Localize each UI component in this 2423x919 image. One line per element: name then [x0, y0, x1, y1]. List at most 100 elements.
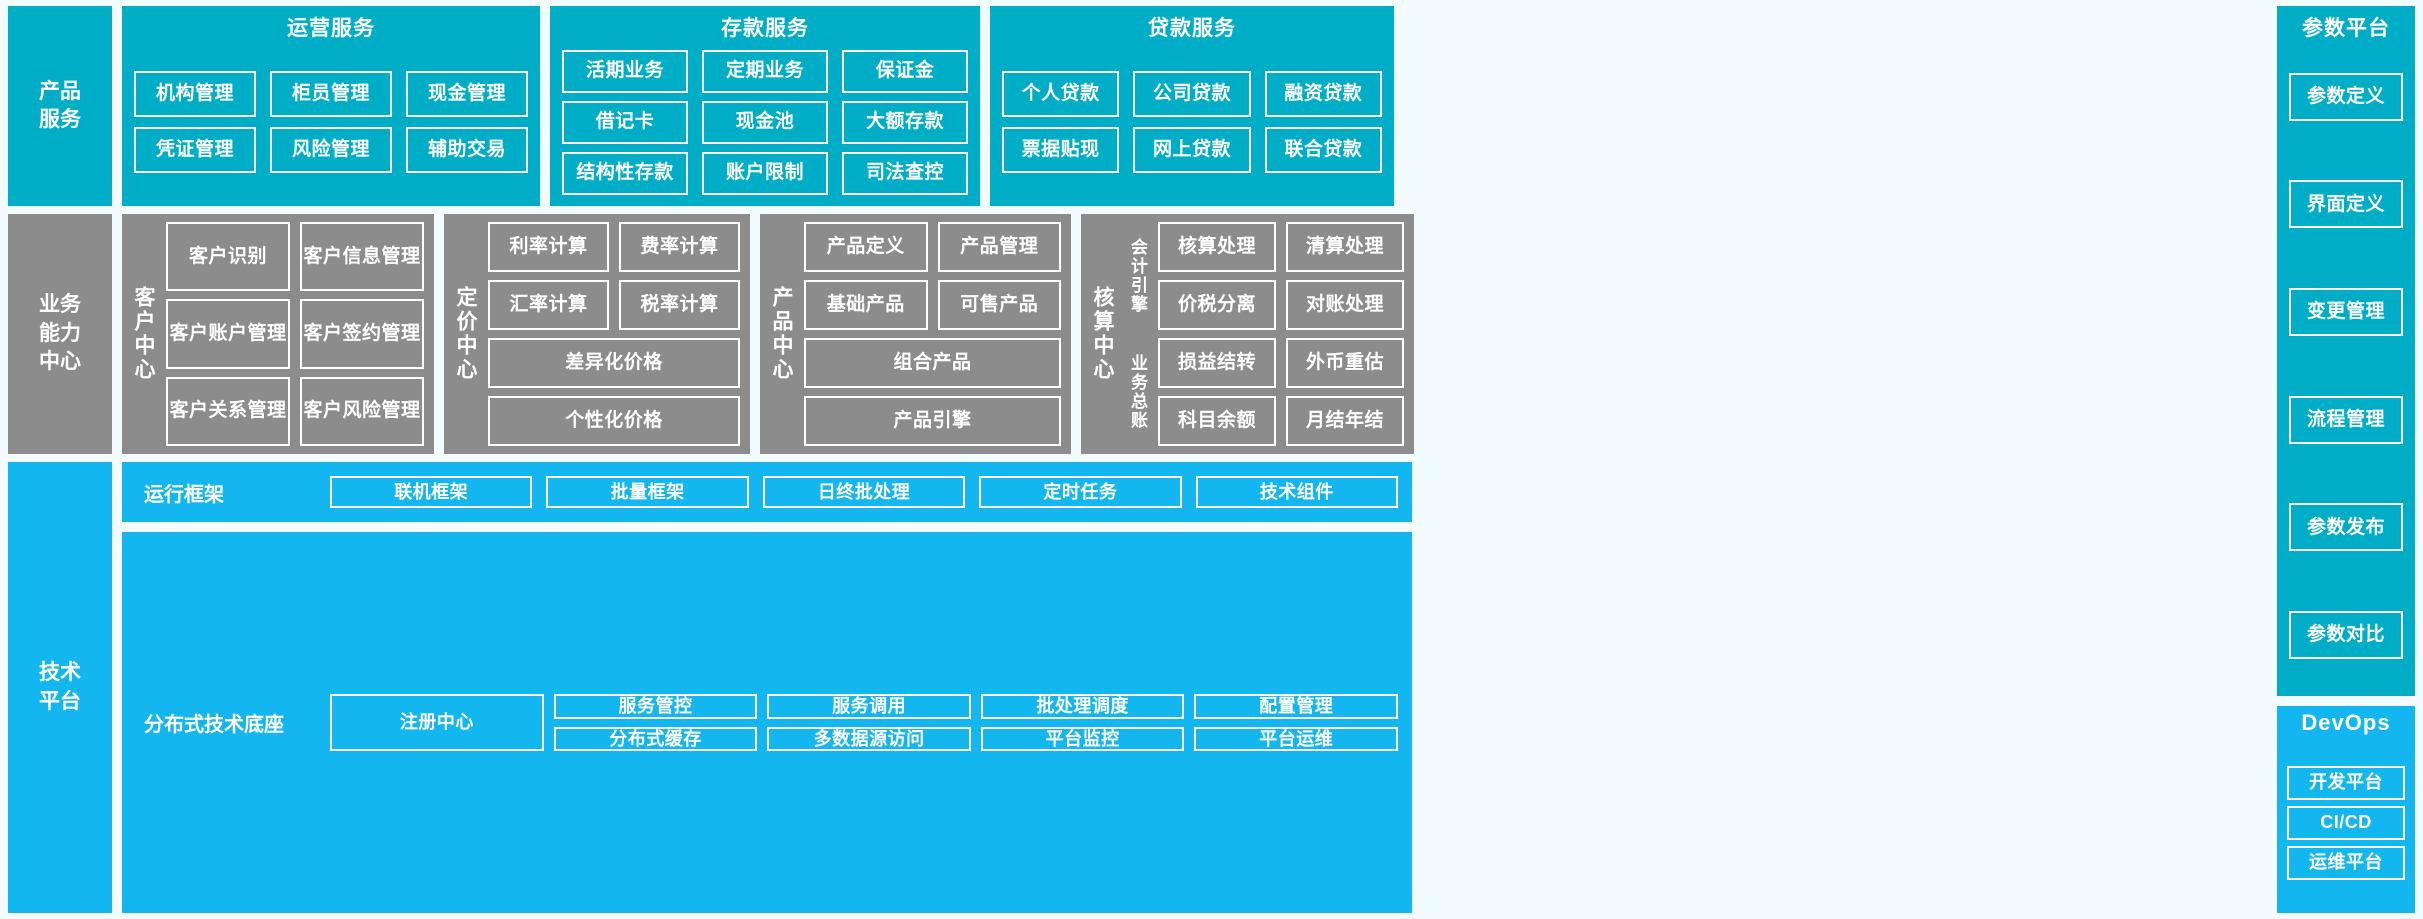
service-item[interactable]: 辅助交易 — [406, 127, 528, 173]
service-item[interactable]: 现金管理 — [406, 71, 528, 117]
service-item[interactable]: 票据贴现 — [1002, 127, 1120, 173]
capability-item[interactable]: 损益结转 — [1158, 338, 1276, 388]
parameter-item[interactable]: 界面定义 — [2289, 180, 2403, 229]
center-accounting-subgroup-labels: 会计引擎 业务总账 — [1125, 222, 1150, 446]
devops-item[interactable]: 开发平台 — [2287, 765, 2405, 800]
capability-item[interactable]: 客户签约管理 — [300, 299, 424, 369]
group-deposit-service-items: 活期业务 定期业务 保证金 借记卡 现金池 大额存款 结构性存款 账户限制 司法… — [562, 48, 968, 196]
parameter-item[interactable]: 参数发布 — [2289, 503, 2403, 552]
capability-item-wide[interactable]: 差异化价格 — [488, 338, 740, 388]
tech-item[interactable]: 服务管控 — [553, 693, 758, 719]
capability-item[interactable]: 客户风险管理 — [300, 376, 424, 446]
capability-item[interactable]: 产品定义 — [804, 222, 928, 272]
tech-item[interactable]: 平台运维 — [1194, 726, 1398, 752]
capability-item[interactable]: 费率计算 — [619, 222, 740, 272]
service-item[interactable]: 结构性存款 — [562, 151, 688, 195]
capability-item[interactable]: 汇率计算 — [488, 280, 609, 330]
service-item[interactable]: 大额存款 — [842, 100, 968, 144]
tech-item[interactable]: 分布式缓存 — [553, 726, 758, 752]
capability-item[interactable]: 外币重估 — [1286, 338, 1404, 388]
tech-item[interactable]: 日终批处理 — [762, 476, 966, 508]
center-accounting-items: 核算处理 清算处理 价税分离 对账处理 损益结转 外币重估 科目余额 月结年结 — [1158, 222, 1404, 446]
group-operation-service-items: 机构管理 柜员管理 现金管理 凭证管理 风险管理 辅助交易 — [134, 48, 528, 196]
group-loan-service-title: 贷款服务 — [1148, 17, 1236, 40]
parameter-item[interactable]: 参数定义 — [2289, 72, 2403, 121]
devops-item[interactable]: CI/CD — [2287, 805, 2405, 840]
parameter-item[interactable]: 参数对比 — [2289, 611, 2403, 660]
tech-base-label: 分布式技术底座 — [144, 714, 284, 736]
capability-item[interactable]: 科目余额 — [1158, 396, 1276, 446]
subgroup-label-accounting-engine: 会计引擎 — [1128, 238, 1147, 314]
tech-runtime-framework: 运行框架 联机框架 批量框架 日终批处理 定时任务 技术组件 — [122, 462, 1412, 522]
center-product: 产品中心 产品定义 产品管理 基础产品 可售产品 组合产品 产品引擎 — [760, 214, 1071, 454]
center-pricing-items: 利率计算 费率计算 汇率计算 税率计算 差异化价格 个性化价格 — [488, 222, 740, 446]
tech-item[interactable]: 批处理调度 — [980, 693, 1185, 719]
capability-item-wide[interactable]: 个性化价格 — [488, 396, 740, 446]
layer-product-service: 产品 服务 运营服务 机构管理 柜员管理 现金管理 凭证管理 风险管理 辅助交易… — [8, 6, 2415, 206]
tech-item[interactable]: 技术组件 — [1195, 476, 1398, 508]
service-item[interactable]: 机构管理 — [134, 71, 256, 117]
layer-label-product-service-text: 产品 服务 — [39, 79, 81, 131]
capability-item[interactable]: 客户识别 — [166, 222, 290, 292]
service-item[interactable]: 个人贷款 — [1002, 71, 1120, 117]
capability-item[interactable]: 基础产品 — [804, 280, 928, 330]
service-item[interactable]: 融资贷款 — [1264, 71, 1382, 117]
capability-item[interactable]: 月结年结 — [1286, 396, 1404, 446]
service-item[interactable]: 柜员管理 — [270, 71, 392, 117]
group-deposit-service-title: 存款服务 — [721, 17, 809, 40]
right-sidebar: 参数平台 参数定义 界面定义 变更管理 流程管理 参数发布 参数对比 DevOp… — [2277, 6, 2415, 913]
layer-label-business-capability: 业务 能力 中心 — [8, 214, 112, 454]
capability-item[interactable]: 产品管理 — [937, 222, 1061, 272]
service-item[interactable]: 定期业务 — [702, 49, 828, 93]
service-item[interactable]: 现金池 — [702, 100, 828, 144]
layer-tech-platform: 技术 平台 运行框架 联机框架 批量框架 日终批处理 定时任务 技术组件 分布式… — [8, 462, 2415, 913]
devops-items: 开发平台 CI/CD 运维平台 — [2287, 740, 2405, 905]
group-deposit-service: 存款服务 活期业务 定期业务 保证金 借记卡 现金池 大额存款 结构性存款 账户… — [550, 6, 980, 206]
center-pricing: 定价中心 利率计算 费率计算 汇率计算 税率计算 差异化价格 个性化价格 — [444, 214, 750, 454]
subgroup-label-general-ledger: 业务总账 — [1128, 354, 1147, 430]
row3-spacer — [1422, 462, 2415, 913]
service-item[interactable]: 账户限制 — [702, 151, 828, 195]
capability-item[interactable]: 清算处理 — [1286, 222, 1404, 272]
service-item[interactable]: 网上贷款 — [1133, 127, 1251, 173]
service-item[interactable]: 保证金 — [842, 49, 968, 93]
capability-item[interactable]: 利率计算 — [488, 222, 609, 272]
service-item[interactable]: 风险管理 — [270, 127, 392, 173]
center-customer-label: 客户中心 — [132, 286, 155, 382]
service-item[interactable]: 借记卡 — [562, 100, 688, 144]
service-item[interactable]: 司法查控 — [842, 151, 968, 195]
capability-item[interactable]: 客户账户管理 — [166, 299, 290, 369]
capability-item[interactable]: 客户关系管理 — [166, 376, 290, 446]
service-item[interactable]: 凭证管理 — [134, 127, 256, 173]
capability-item[interactable]: 税率计算 — [619, 280, 740, 330]
tech-item-registry[interactable]: 注册中心 — [330, 693, 544, 752]
tech-item[interactable]: 平台监控 — [980, 726, 1185, 752]
capability-item-wide[interactable]: 产品引擎 — [804, 396, 1061, 446]
tech-item[interactable]: 批量框架 — [546, 476, 749, 508]
parameter-platform-panel: 参数平台 参数定义 界面定义 变更管理 流程管理 参数发布 参数对比 — [2277, 6, 2415, 696]
capability-item[interactable]: 价税分离 — [1158, 280, 1276, 330]
parameter-item[interactable]: 流程管理 — [2289, 395, 2403, 444]
tech-item[interactable]: 定时任务 — [979, 476, 1182, 508]
tech-item[interactable]: 配置管理 — [1194, 693, 1398, 719]
group-loan-service: 贷款服务 个人贷款 公司贷款 融资贷款 票据贴现 网上贷款 联合贷款 — [990, 6, 1394, 206]
capability-item[interactable]: 可售产品 — [937, 280, 1061, 330]
capability-item[interactable]: 对账处理 — [1286, 280, 1404, 330]
capability-item[interactable]: 客户信息管理 — [300, 222, 424, 292]
parameter-item[interactable]: 变更管理 — [2289, 288, 2403, 337]
tech-distributed-base: 分布式技术底座 注册中心 服务管控 分布式缓存 服务调用 多数据源访问 批处理调… — [122, 532, 1412, 913]
devops-title: DevOps — [2301, 710, 2391, 735]
devops-item[interactable]: 运维平台 — [2287, 845, 2405, 880]
service-item[interactable]: 联合贷款 — [1264, 127, 1382, 173]
tech-item[interactable]: 服务调用 — [767, 693, 971, 719]
parameter-platform-title: 参数平台 — [2302, 17, 2390, 40]
capability-item[interactable]: 核算处理 — [1158, 222, 1276, 272]
service-item[interactable]: 公司贷款 — [1133, 71, 1251, 117]
service-item[interactable]: 活期业务 — [562, 49, 688, 93]
capability-item-wide[interactable]: 组合产品 — [804, 338, 1061, 388]
tech-platform-content: 运行框架 联机框架 批量框架 日终批处理 定时任务 技术组件 分布式技术底座 注… — [122, 462, 1412, 913]
tech-item[interactable]: 联机框架 — [330, 476, 533, 508]
tech-column: 服务调用 多数据源访问 — [767, 693, 971, 752]
tech-item[interactable]: 多数据源访问 — [767, 726, 971, 752]
